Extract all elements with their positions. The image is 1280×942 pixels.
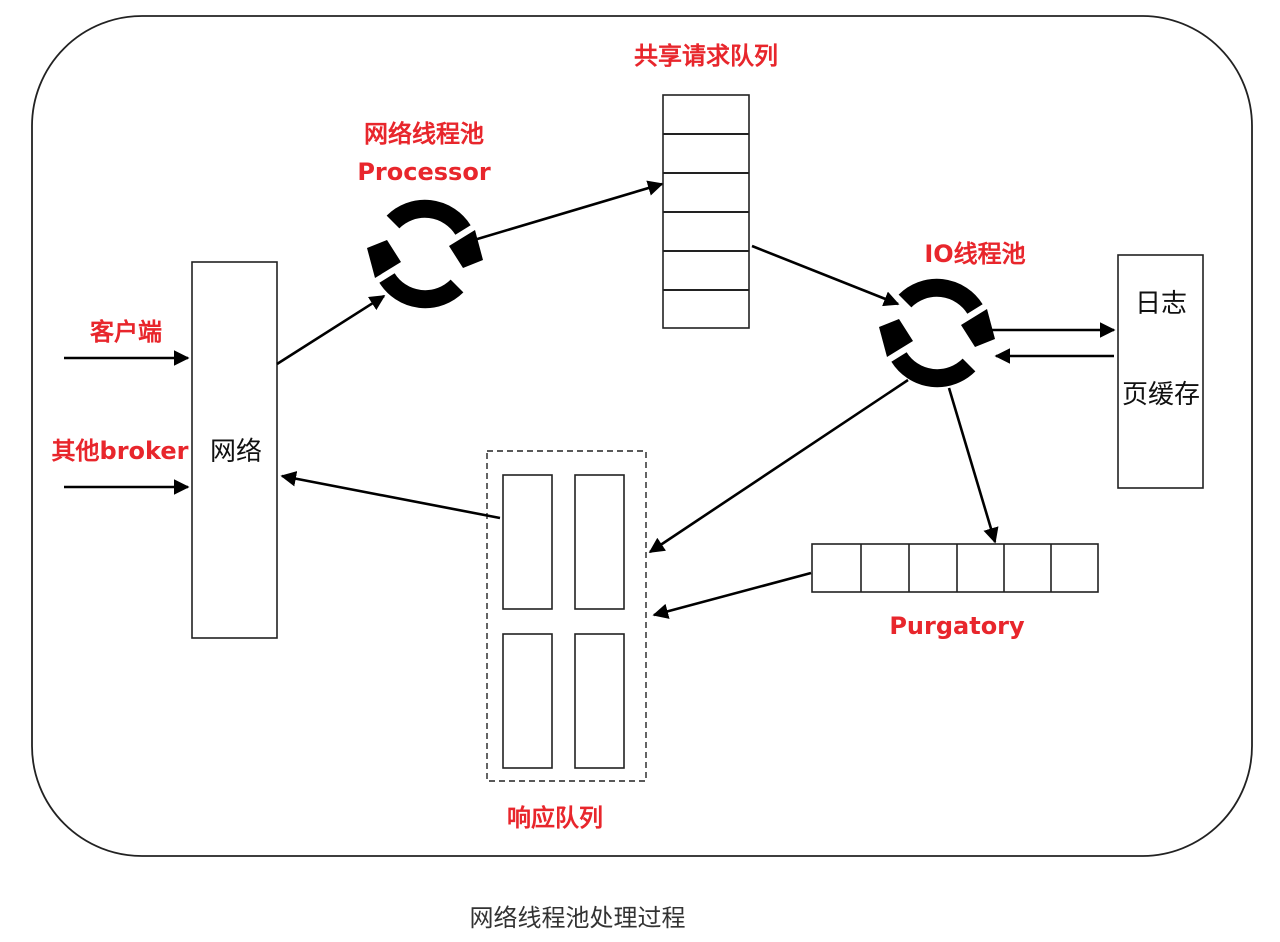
io-to-purgatory-arrow [947,387,999,544]
network-label: 网络 [210,437,262,467]
page-cache-label: 页缓存 [1122,380,1200,410]
response-queue-slots [502,474,625,769]
processor-label: Processor [357,158,490,186]
response-queue-label: 响应队列 [507,804,603,832]
shared-request-queue-label: 共享请求队列 [634,42,778,70]
network-box [191,261,278,639]
purgatory-to-response-queue-arrow [652,571,812,619]
network-thread-pool-label: 网络线程池 [364,120,484,148]
response-queue-to-network-arrow [280,470,501,520]
queue-to-io-arrow [751,244,900,307]
purgatory-queue [811,543,1099,593]
figure-caption: 网络线程池处理过程 [469,904,686,932]
log-page-cache-box [1117,254,1204,489]
outer-frame [31,15,1253,857]
network-thread-pool-cycle-icon [367,199,483,309]
processor-to-queue-arrow [473,180,664,242]
response-queue-container [486,450,647,782]
client-label: 客户端 [90,318,162,346]
log-label: 日志 [1135,289,1187,319]
io-thread-pool-cycle-icon [879,278,995,388]
io-thread-pool-label: IO线程池 [924,240,1025,268]
shared-request-queue [662,94,750,329]
other-broker-label: 其他broker [52,437,189,465]
purgatory-label: Purgatory [889,612,1025,640]
network-to-processor-arrow [276,294,386,366]
io-to-response-queue-arrow [648,378,909,554]
